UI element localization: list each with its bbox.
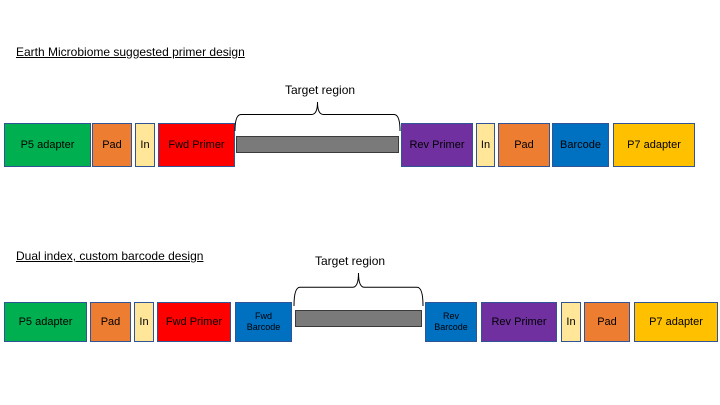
segment-label: In xyxy=(566,316,576,328)
diagram-title-1: Earth Microbiome suggested primer design xyxy=(16,45,245,59)
segment-fwd-barcode: Fwd Barcode xyxy=(235,302,292,342)
segment-label: Pad xyxy=(102,139,122,151)
segment-p7-adapter: P7 adapter xyxy=(613,123,695,167)
target-region-brace xyxy=(293,272,424,307)
segment-in: In xyxy=(135,123,155,167)
segment-label: Pad xyxy=(597,316,617,328)
segment-label: In xyxy=(139,316,149,328)
segment-label: Fwd Primer xyxy=(165,316,223,328)
segment-pad: Pad xyxy=(584,302,630,342)
segment-in: In xyxy=(476,123,495,167)
segment-label: Rev Primer xyxy=(409,139,465,151)
segment-in: In xyxy=(134,302,154,342)
segment-p5-adapter: P5 adapter xyxy=(4,302,87,342)
segment-pad: Pad xyxy=(90,302,131,342)
segment-label: Fwd Primer xyxy=(168,139,225,151)
segment-fwd-primer: Fwd Primer xyxy=(158,123,235,167)
segment-label: Rev Primer xyxy=(491,316,547,328)
segment-rev-primer: Rev Primer xyxy=(401,123,473,167)
segment-pad: Pad xyxy=(498,123,550,167)
segment-label: Rev Barcode xyxy=(434,311,468,332)
brace-path xyxy=(234,101,401,132)
segment-label: Pad xyxy=(100,316,121,328)
brace-path xyxy=(293,272,424,307)
segment-p5-adapter: P5 adapter xyxy=(4,123,91,167)
target-region-brace xyxy=(234,101,401,132)
target-region-label-2: Target region xyxy=(315,254,386,268)
diagram-title-2: Dual index, custom barcode design xyxy=(16,249,204,263)
target-region-bar xyxy=(295,310,422,327)
segment-label: Pad xyxy=(514,139,534,151)
segment-label: P7 adapter xyxy=(649,316,703,328)
segment-barcode: Barcode xyxy=(552,123,609,167)
segment-pad: Pad xyxy=(92,123,132,167)
segment-label: P7 adapter xyxy=(627,139,681,151)
segment-label: In xyxy=(140,139,150,151)
segment-rev-barcode: Rev Barcode xyxy=(425,302,477,342)
target-region-bar xyxy=(236,136,399,153)
segment-p7-adapter: P7 adapter xyxy=(634,302,718,342)
target-region-label-1: Target region xyxy=(285,83,356,97)
segment-in: In xyxy=(561,302,581,342)
segment-label: In xyxy=(480,139,491,151)
segment-label: P5 adapter xyxy=(20,139,75,151)
segment-label: P5 adapter xyxy=(18,316,73,328)
segment-label: Barcode xyxy=(560,139,601,151)
segment-label: Fwd Barcode xyxy=(246,311,281,332)
segment-rev-primer: Rev Primer xyxy=(481,302,557,342)
segment-fwd-primer: Fwd Primer xyxy=(157,302,231,342)
